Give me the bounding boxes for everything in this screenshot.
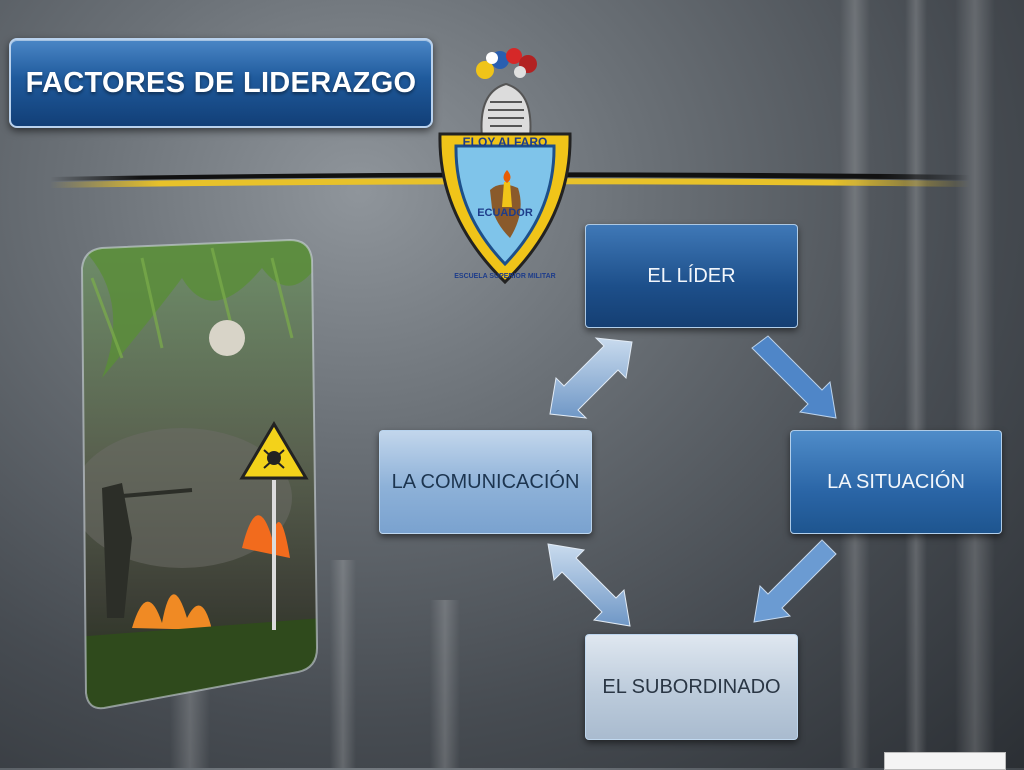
fire-icon [132,594,212,630]
node-la-situacion: LA SITUACIÓN [790,430,1002,534]
corner-footer-box [884,752,1006,770]
plume-icon [476,48,537,79]
slide-title-box: FACTORES DE LIDERAZGO [9,38,433,128]
crest-top-text: ELOY ALFARO [463,135,548,149]
arrow-situacion-to-subordinado [753,539,837,623]
node-la-comunicacion: LA COMUNICACIÓN [379,430,592,534]
node-el-subordinado: EL SUBORDINADO [585,634,798,740]
arrow-subordinado-comunicacion [547,543,631,627]
node-label: LA SITUACIÓN [827,471,965,493]
toxic-warning-sign-icon [239,421,309,630]
crest-center-text: ECUADOR [477,207,533,219]
moon-icon [209,320,245,356]
node-label: EL LÍDER [647,265,736,287]
shield-icon [438,132,572,285]
arrow-comunicacion-lider [549,337,633,419]
helmet-icon [480,82,532,138]
crest-ring-text: ESCUELA SUPERIOR MILITAR [454,273,556,280]
battlefield-photo [80,238,319,710]
soldier-silhouette-icon [102,483,132,618]
arrow-lider-to-situacion [751,335,837,419]
crest-logo: ELOY ALFARO ECUADOR ESCUELA SUPERIOR MIL… [438,48,572,285]
node-el-lider: EL LÍDER [585,224,798,328]
node-label: EL SUBORDINADO [602,676,781,698]
slide-title: FACTORES DE LIDERAZGO [25,66,417,99]
node-label: LA COMUNICACIÓN [391,471,580,493]
